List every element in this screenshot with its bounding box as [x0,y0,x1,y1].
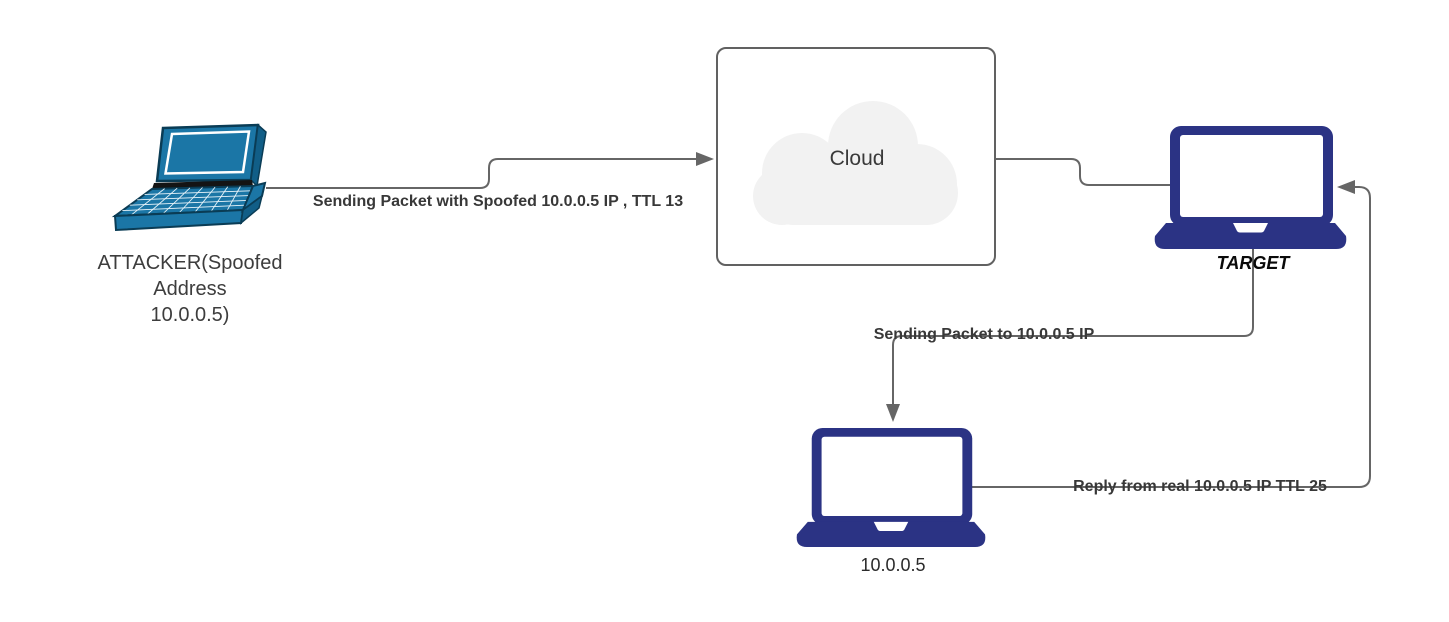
connector-real-host-to-target-line [972,186,1371,488]
attacker-label-line1: ATTACKER(Spoofed [97,252,283,274]
edge-label-reply-from-real: Reply from real 10.0.0.5 IP TTL 25 [1073,478,1327,495]
attacker-label: ATTACKER(Spoofed Address 10.0.0.5) [98,250,283,328]
target-label: TARGET [1216,253,1290,273]
attacker-node [95,118,275,248]
real-host-label: 10.0.0.5 [860,555,926,575]
edge-label-spoofed-packet: Sending Packet with Spoofed 10.0.0.5 IP … [312,193,684,210]
connector-real-host-to-target [972,180,1371,488]
arrowhead-into-target-icon [1337,180,1355,194]
cloud-node: Cloud [716,47,996,266]
attacker-label-line3: 10.0.0.5) [150,304,230,326]
cloud-icon [753,101,958,225]
target-laptop-icon [1154,126,1347,249]
target-node [1153,126,1348,254]
connector-target-to-real-host [886,249,1254,422]
real-host-laptop-icon [796,428,986,547]
attacker-label-line2: Address [153,278,227,300]
arrowhead-into-cloud-icon [696,152,714,166]
edge-label-sending-to-real: Sending Packet to 10.0.0.5 IP [873,326,1095,343]
cloud-label: Cloud [829,147,885,170]
arrowhead-into-real-host-icon [886,404,900,422]
attacker-laptop-icon [111,123,267,232]
connector-cloud-to-target-line [994,158,1172,186]
connector-attacker-to-cloud [266,152,714,189]
connector-cloud-to-target [994,158,1172,186]
real-host-node [795,428,987,552]
connector-target-to-real-host-line [892,249,1254,404]
connector-attacker-to-cloud-line [266,158,696,189]
